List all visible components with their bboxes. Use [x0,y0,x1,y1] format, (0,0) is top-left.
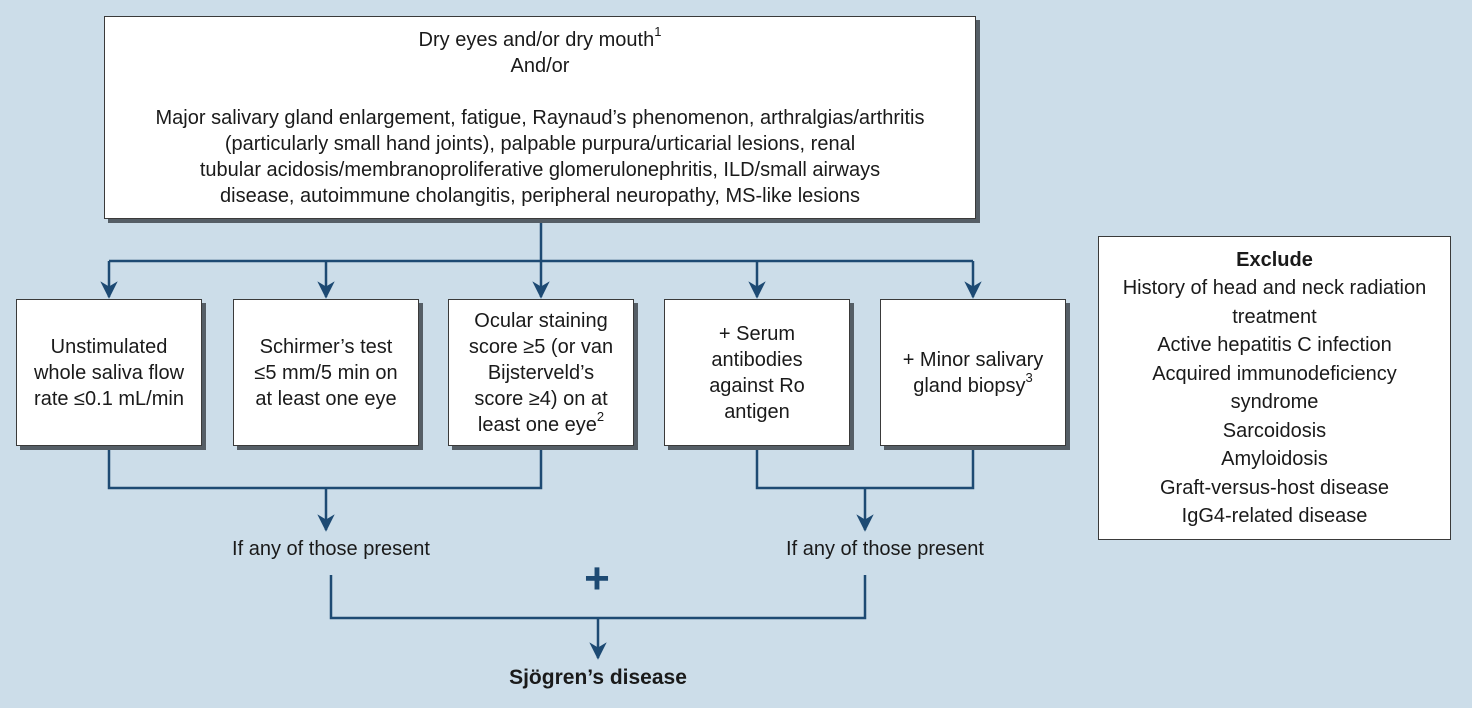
plus-sign: + [584,554,610,603]
right-group-label: If any of those present [786,538,984,560]
symptoms-line-6: disease, autoimmune cholangitis, periphe… [220,184,860,207]
criterion-salivary-gland-biopsy: + Minor salivary gland biopsy3 [880,299,1066,446]
criterion-serum-antibodies: + Serum antibodies against Ro antigen [664,299,850,446]
criterion-schirmer-test: Schirmer’s test ≤5 mm/5 min on at least … [233,299,419,446]
exclude-box: Exclude History of head and neck radiati… [1098,236,1451,540]
symptoms-box: Dry eyes and/or dry mouth1 And/or Major … [104,16,976,219]
left-merge-line [107,446,543,490]
criterion-saliva-flow: Unstimulated whole saliva flow rate ≤0.1… [16,299,202,446]
left-group-label: If any of those present [232,538,430,560]
symptoms-line-4: (particularly small hand joints), palpab… [224,132,856,155]
right-merge-line [755,446,975,490]
symptoms-line-1: Dry eyes and/or dry mouth1 [418,23,662,51]
exclude-title: Exclude [1236,248,1313,271]
symptoms-line-5: tubular acidosis/membranoproliferative g… [199,158,881,181]
symptoms-line-3: Major salivary gland enlargement, fatigu… [155,106,925,129]
diagnosis-result: Sjögren’s disease [509,666,687,689]
criterion-ocular-staining: Ocular staining score ≥5 (or van Bijster… [448,299,634,446]
symptoms-line-2: And/or [510,54,570,77]
